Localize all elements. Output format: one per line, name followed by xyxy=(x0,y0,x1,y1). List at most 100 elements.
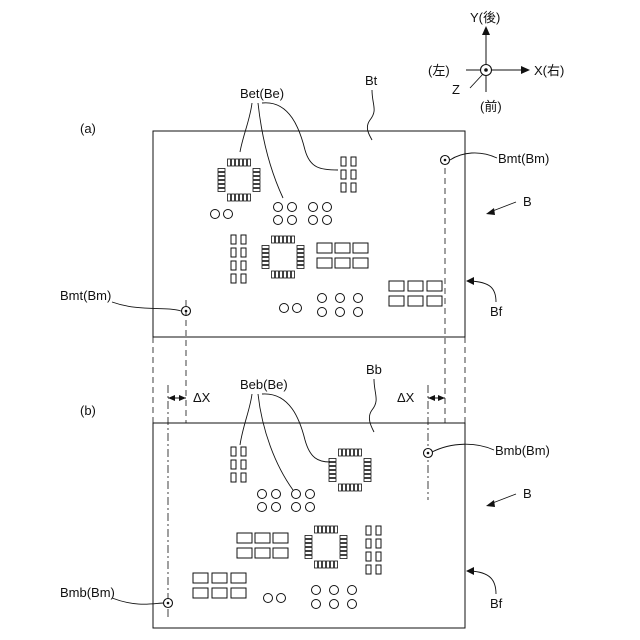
small-pad-b xyxy=(376,552,381,561)
pin-pad xyxy=(315,526,318,533)
pin-pad xyxy=(329,471,336,474)
via-a xyxy=(323,216,332,225)
small-pad-b xyxy=(241,473,246,482)
pin-pad xyxy=(284,236,287,243)
small-pad-a xyxy=(341,157,346,166)
pad-a xyxy=(408,281,423,291)
y-arrowhead xyxy=(482,26,490,35)
qfp-b-mid xyxy=(305,526,347,568)
pin-pad xyxy=(272,271,275,278)
components-a xyxy=(211,157,443,317)
mark-b-right-label: Bmb(Bm) xyxy=(495,443,550,458)
pin-pad xyxy=(253,177,260,180)
via-a xyxy=(323,203,332,212)
pad-a xyxy=(335,243,350,253)
pad-b xyxy=(255,533,270,543)
pin-pad xyxy=(351,484,354,491)
pin-pad xyxy=(228,159,231,166)
pin-pad xyxy=(364,471,371,474)
small-pad-b xyxy=(366,539,371,548)
pin-pad xyxy=(347,449,350,456)
via-b xyxy=(272,503,281,512)
pin-pad xyxy=(327,526,330,533)
via-a xyxy=(211,210,220,219)
via-b xyxy=(306,490,315,499)
small-pad-b xyxy=(366,526,371,535)
pin-pad xyxy=(340,548,347,551)
pin-pad xyxy=(335,526,338,533)
small-pad-a xyxy=(231,274,236,283)
pin-pad xyxy=(232,159,235,166)
pin-pad xyxy=(288,271,291,278)
pad-b xyxy=(193,573,208,583)
pin-pad xyxy=(262,262,269,265)
mark-a-left-leader xyxy=(112,302,181,311)
pin-pad xyxy=(305,536,312,539)
pad-b xyxy=(212,573,227,583)
via-a xyxy=(336,308,345,317)
pin-pad xyxy=(305,556,312,559)
pin-pad xyxy=(218,177,225,180)
small-pad-a xyxy=(351,183,356,192)
pin-pad xyxy=(355,449,358,456)
pin-pad xyxy=(315,561,318,568)
pin-pad xyxy=(232,194,235,201)
pin-pad xyxy=(248,159,251,166)
small-pad-a xyxy=(341,170,346,179)
small-pad-a xyxy=(231,235,236,244)
z-leader xyxy=(470,74,483,88)
pin-pad xyxy=(297,250,304,253)
pin-pad xyxy=(297,254,304,257)
board-bottom-label: Bb xyxy=(366,362,382,377)
panel-b: (b) Bb Beb(Be) Bmb(Bm) Bmb(Bm) B Bf xyxy=(60,362,550,628)
elec-b-leader-1 xyxy=(240,394,252,445)
face-b-label: Bf xyxy=(490,596,503,611)
pad-a xyxy=(389,281,404,291)
pin-pad xyxy=(364,463,371,466)
via-b xyxy=(312,600,321,609)
pin-pad xyxy=(276,271,279,278)
pin-pad xyxy=(329,467,336,470)
pin-pad xyxy=(262,254,269,257)
pin-pad xyxy=(323,526,326,533)
face-a-arrowhead xyxy=(466,277,474,285)
pin-pad xyxy=(262,250,269,253)
via-b xyxy=(258,503,267,512)
board-a-arrowhead xyxy=(486,208,495,215)
small-pad-b xyxy=(241,460,246,469)
pin-pad xyxy=(329,463,336,466)
z-axis-label: Z xyxy=(452,82,460,97)
pin-pad xyxy=(292,271,295,278)
mark-a-right-dot xyxy=(444,159,447,162)
mark-a-left-label: Bmt(Bm) xyxy=(60,288,111,303)
pin-pad xyxy=(319,526,322,533)
pin-pad xyxy=(218,181,225,184)
pin-pad xyxy=(329,459,336,462)
via-b xyxy=(272,490,281,499)
pad-b xyxy=(273,548,288,558)
pin-pad xyxy=(343,449,346,456)
pin-pad xyxy=(297,262,304,265)
pin-pad xyxy=(340,540,347,543)
pin-pad xyxy=(343,484,346,491)
pad-b xyxy=(193,588,208,598)
mark-b-right-leader xyxy=(432,444,494,452)
pad-b xyxy=(255,548,270,558)
z-axis-dot xyxy=(484,68,488,72)
qfp-b-top xyxy=(329,449,371,491)
small-pad-a xyxy=(351,170,356,179)
delta-right-arrow-r xyxy=(438,395,445,401)
elec-a-leader-1 xyxy=(240,103,252,152)
left-axis-label: (左) xyxy=(428,63,450,78)
pin-pad xyxy=(288,236,291,243)
pin-pad xyxy=(331,526,334,533)
via-a xyxy=(318,308,327,317)
small-pad-a xyxy=(341,183,346,192)
via-b xyxy=(348,600,357,609)
panel-a: (a) Bt Bet(Be) Bmt(Bm) Bmt(Bm) B Bf xyxy=(60,73,549,337)
via-a xyxy=(288,216,297,225)
via-a xyxy=(354,294,363,303)
pin-pad xyxy=(305,540,312,543)
qfp-a-top xyxy=(218,159,260,201)
